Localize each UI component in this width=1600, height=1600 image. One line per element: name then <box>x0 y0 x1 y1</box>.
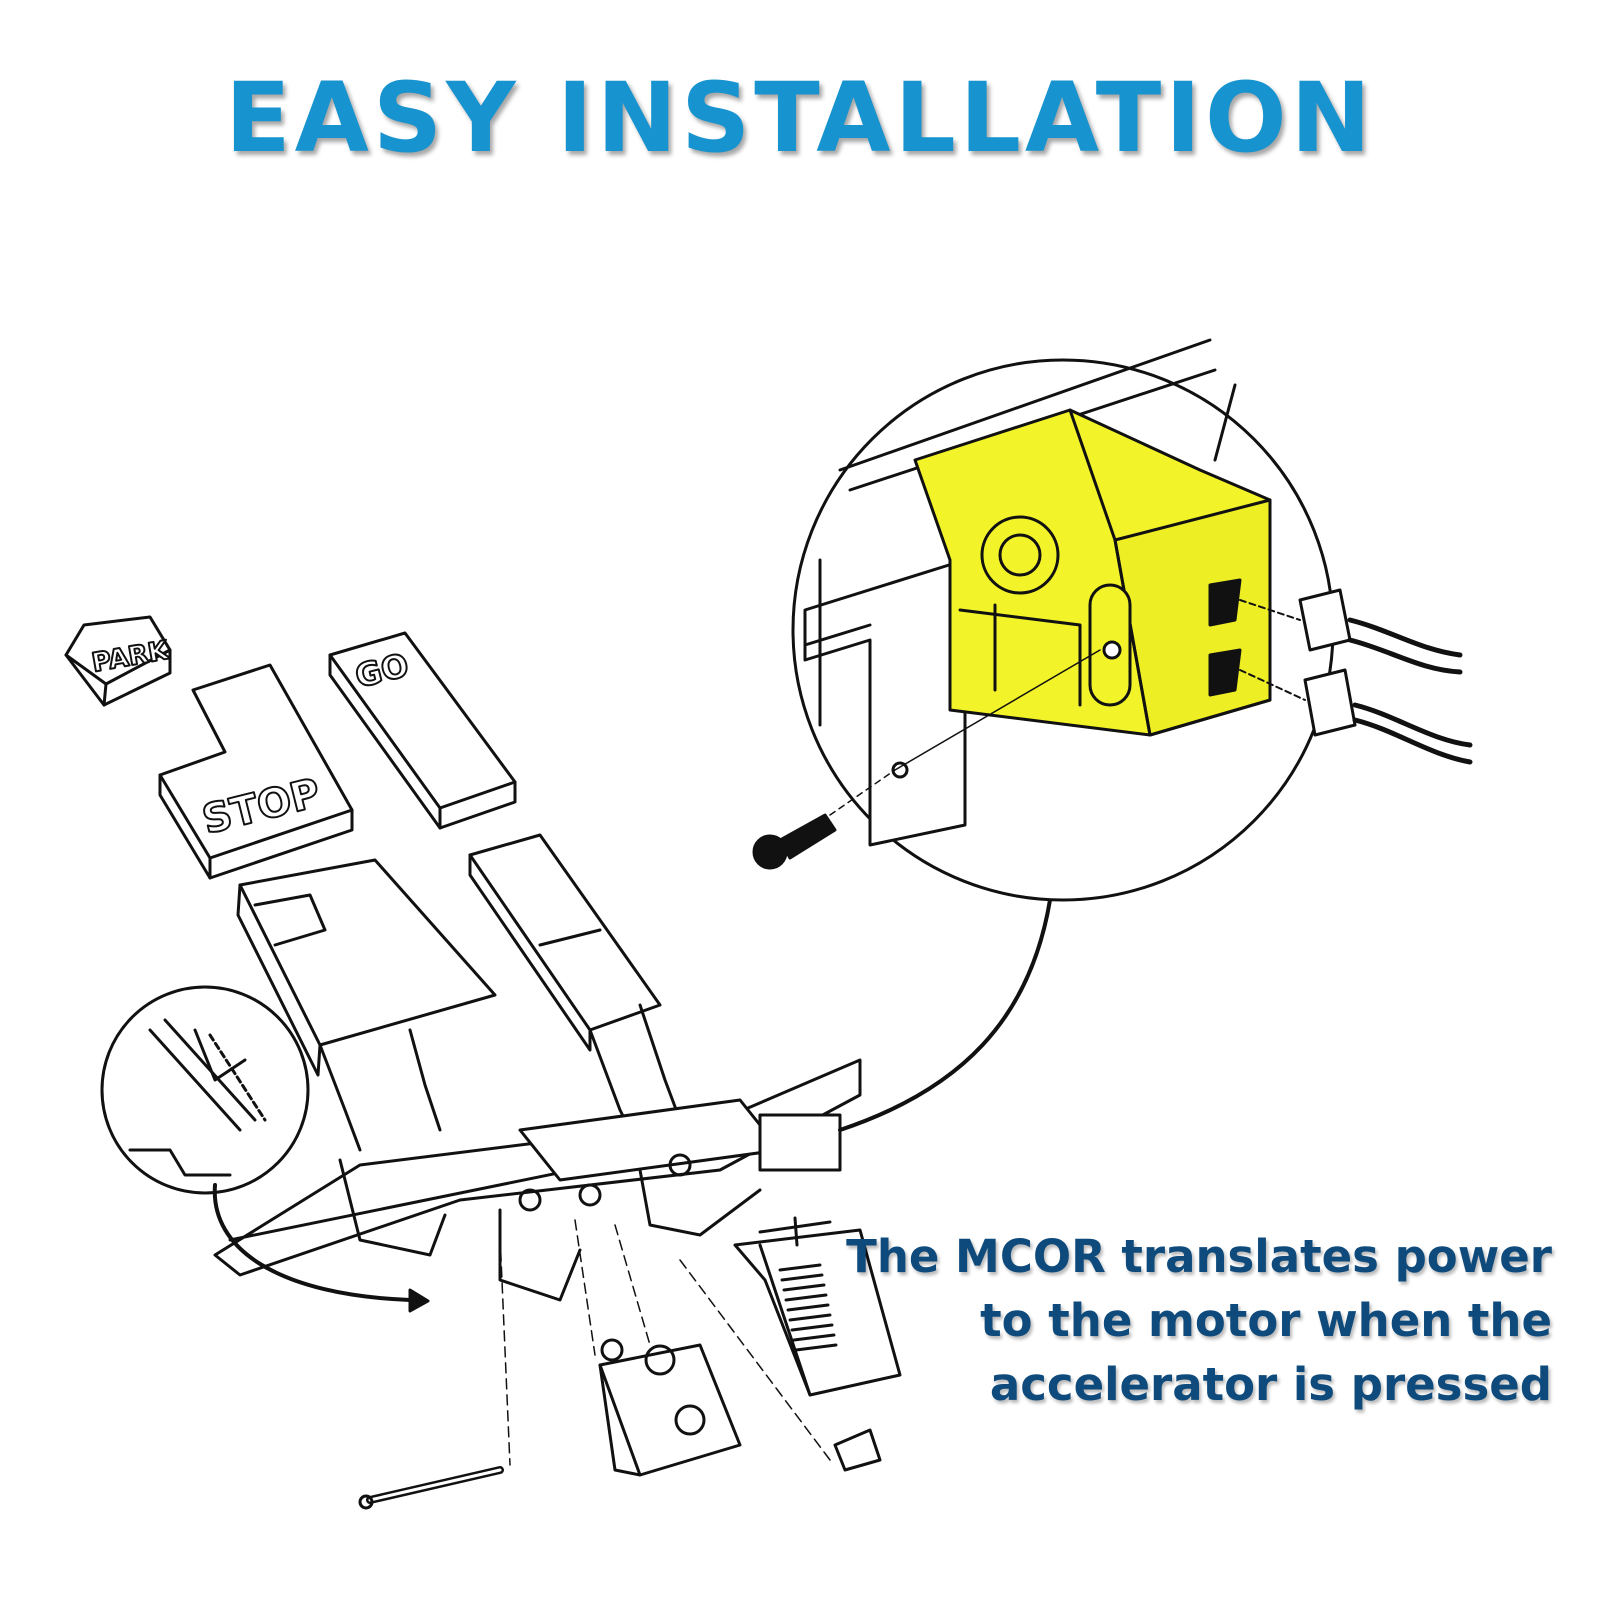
pivot-pin <box>358 1466 504 1510</box>
brake-pedal-pad <box>236 858 497 1077</box>
return-spring-assembly <box>733 1216 902 1472</box>
caption-line-2: to the motor when the <box>980 1294 1552 1347</box>
caption: The MCOR translates power to the motor w… <box>732 1225 1552 1417</box>
caption-line-1: The MCOR translates power <box>846 1230 1552 1283</box>
callout-leader-line <box>838 898 1052 1132</box>
mounting-screw <box>752 649 1101 870</box>
mcor-detail-callout <box>752 338 1473 902</box>
caption-line-3: accelerator is pressed <box>989 1358 1552 1411</box>
park-pedal-cover: PARK <box>64 615 172 707</box>
go-pedal-cover: GO <box>328 631 517 830</box>
stop-pedal-cover: STOP <box>158 663 354 880</box>
wire-connectors <box>1239 588 1473 765</box>
assembly-guides <box>499 1219 831 1466</box>
spring-detail-callout <box>100 985 430 1313</box>
pedal-bracket <box>598 1338 742 1477</box>
mcor-module <box>913 408 1272 737</box>
headline: EASY INSTALLATION <box>225 62 1375 174</box>
accelerator-pedal-pad <box>468 833 662 1052</box>
